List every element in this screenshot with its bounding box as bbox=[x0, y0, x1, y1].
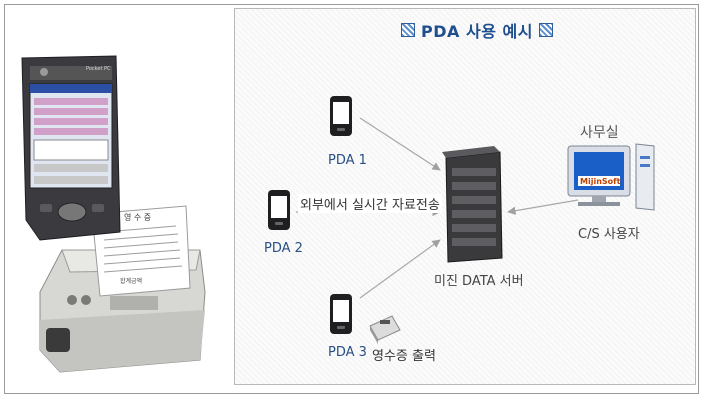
receipt-header: 영 수 증 bbox=[124, 213, 152, 222]
pda3-label: PDA 3 bbox=[328, 345, 367, 360]
pda-device bbox=[21, 55, 121, 241]
diagram-title: PDA 사용 예시 bbox=[382, 18, 572, 42]
pda2-label: PDA 2 bbox=[264, 241, 303, 256]
arrow-pda1-server bbox=[359, 117, 441, 171]
title-text: PDA 사용 예시 bbox=[421, 22, 533, 41]
office-label: 사무실 bbox=[580, 125, 619, 141]
hatched-square-icon bbox=[401, 23, 416, 37]
server-label: 미진 DATA 서버 bbox=[434, 274, 524, 289]
mini-printer-icon bbox=[369, 315, 401, 344]
arrow-pda3-server bbox=[359, 239, 441, 299]
pocketpc-brand: Pocket PC bbox=[86, 66, 111, 72]
client-label: C/S 사용자 bbox=[578, 227, 640, 242]
office-pc-icon bbox=[567, 143, 655, 211]
pda3-icon bbox=[330, 294, 352, 334]
monitor-logo: MijinSoft bbox=[580, 177, 621, 186]
receipt-label: 영수증 출력 bbox=[372, 349, 436, 364]
arrow-client-server bbox=[507, 199, 579, 215]
transfer-label: 외부에서 실시간 자료전송 bbox=[298, 194, 442, 213]
receipt-total: 합계금액 bbox=[120, 278, 143, 285]
pda1-label: PDA 1 bbox=[328, 153, 367, 168]
pda1-icon bbox=[330, 96, 352, 136]
hatched-square-icon bbox=[538, 23, 553, 37]
pda2-icon bbox=[268, 190, 290, 230]
server-icon bbox=[442, 146, 503, 263]
